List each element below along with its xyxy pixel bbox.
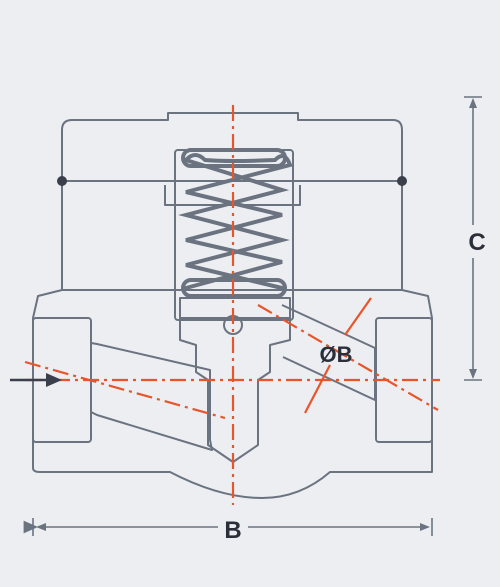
bolt-left	[57, 176, 67, 186]
label-b: B	[224, 517, 241, 544]
spring-icon	[178, 148, 293, 298]
label-c: C	[468, 229, 485, 256]
bore-dim-line-upper	[344, 297, 372, 336]
outlet-passage	[281, 304, 376, 401]
valve-body-outline	[32, 260, 433, 499]
bonnet-outline	[61, 112, 403, 291]
height-dimension	[464, 96, 482, 381]
disc-assembly	[179, 297, 291, 463]
outlet-angle-centerline	[257, 304, 439, 411]
flow-direction-arrow-icon	[10, 373, 62, 387]
bolt-right	[397, 176, 407, 186]
label-bore-diameter: ØB	[320, 342, 353, 367]
inlet-angle-centerline	[24, 360, 226, 420]
inlet-passage	[90, 342, 213, 451]
length-dimension	[23, 518, 433, 536]
bore-dim-line-lower	[304, 364, 331, 414]
